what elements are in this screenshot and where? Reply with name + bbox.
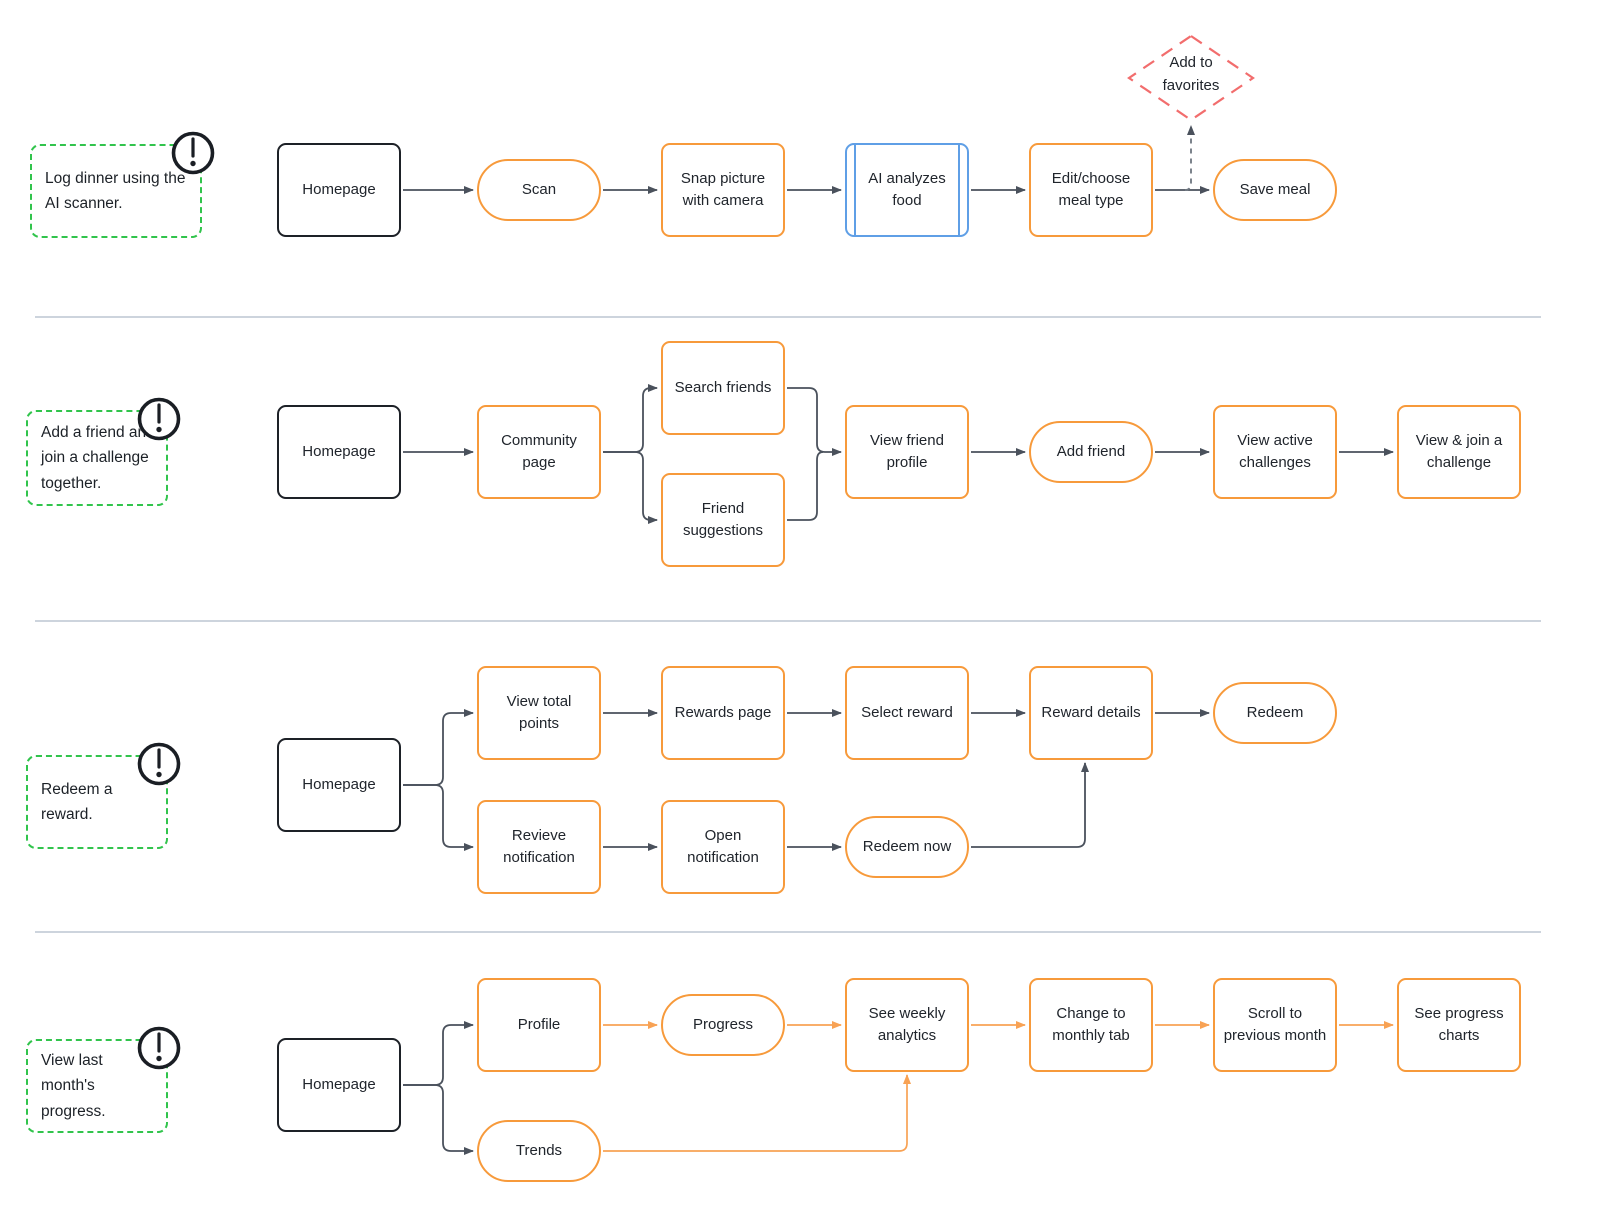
flow3-goal-text: Redeem a reward. bbox=[41, 780, 113, 823]
flow1-connectors bbox=[403, 34, 1255, 194]
flow2-goal-note[interactable]: Add a friend and join a challenge togeth… bbox=[26, 397, 181, 506]
flow4-connectors bbox=[403, 1021, 474, 1155]
flow3-redeem-node[interactable]: Redeem bbox=[1213, 682, 1337, 744]
flow2-add-friend-node[interactable]: Add friend bbox=[1029, 421, 1153, 483]
flow4-see-progress-charts-node[interactable]: See progress charts bbox=[1397, 978, 1521, 1072]
flow4-progress-node[interactable]: Progress bbox=[661, 994, 785, 1056]
flow1-goal-text: Log dinner using the AI scanner. bbox=[45, 169, 186, 212]
important-icon bbox=[171, 131, 215, 175]
flow2-view-active-challenges-node[interactable]: View active challenges bbox=[1213, 405, 1337, 499]
flow3-rewards-page-node[interactable]: Rewards page bbox=[661, 666, 785, 760]
flow2-view-friend-profile-node[interactable]: View friend profile bbox=[845, 405, 969, 499]
flow3-homepage-node[interactable]: Homepage bbox=[277, 738, 401, 832]
flow3-select-reward-node[interactable]: Select reward bbox=[845, 666, 969, 760]
flow1-add-to-favorites-label[interactable]: Add to favorites bbox=[1162, 54, 1220, 94]
flow1-ai-analyzes-node[interactable]: AI analyzes food bbox=[845, 143, 969, 237]
flow4-orange-connectors bbox=[603, 1021, 1394, 1152]
flow3-view-total-points-node[interactable]: View total points bbox=[477, 666, 601, 760]
flow1-homepage-node[interactable]: Homepage bbox=[277, 143, 401, 237]
flow2-goal-text: Add a friend and join a challenge togeth… bbox=[41, 424, 155, 492]
flow3-open-notification-node[interactable]: Open notification bbox=[661, 800, 785, 894]
flow2-friend-suggestions-node[interactable]: Friend suggestions bbox=[661, 473, 785, 567]
flow4-trends-node[interactable]: Trends bbox=[477, 1120, 601, 1182]
flow1-scan-node[interactable]: Scan bbox=[477, 159, 601, 221]
flow2-connectors bbox=[403, 384, 1394, 524]
flow4-goal-note[interactable]: View last month's progress. bbox=[26, 1026, 181, 1133]
flow1-snap-picture-node[interactable]: Snap picture with camera bbox=[661, 143, 785, 237]
row-dividers bbox=[35, 316, 1541, 933]
flow3-goal-note[interactable]: Redeem a reward. bbox=[26, 742, 181, 849]
flow1-save-meal-node[interactable]: Save meal bbox=[1213, 159, 1337, 221]
important-icon bbox=[137, 397, 181, 441]
flow2-view-join-challenge-node[interactable]: View & join a challenge bbox=[1397, 405, 1521, 499]
flow4-homepage-node[interactable]: Homepage bbox=[277, 1038, 401, 1132]
flow4-goal-text: View last month's progress. bbox=[41, 1052, 106, 1120]
flow3-connectors bbox=[403, 709, 1210, 851]
flow4-change-monthly-tab-node[interactable]: Change to monthly tab bbox=[1029, 978, 1153, 1072]
important-icon bbox=[137, 1026, 181, 1070]
important-icon bbox=[137, 742, 181, 786]
flow3-revieve-notification-node[interactable]: Revieve notification bbox=[477, 800, 601, 894]
flow2-homepage-node[interactable]: Homepage bbox=[277, 405, 401, 499]
dashed-branch-to-favorites bbox=[1184, 125, 1195, 191]
flow1-goal-note[interactable]: Log dinner using the AI scanner. bbox=[30, 131, 215, 238]
flow1-edit-choose-node[interactable]: Edit/choose meal type bbox=[1029, 143, 1153, 237]
add-to-favorites-diamond bbox=[1127, 34, 1255, 122]
flow2-search-friends-node[interactable]: Search friends bbox=[661, 341, 785, 435]
flow4-scroll-previous-month-node[interactable]: Scroll to previous month bbox=[1213, 978, 1337, 1072]
flow4-see-weekly-analytics-node[interactable]: See weekly analytics bbox=[845, 978, 969, 1072]
flow2-community-page-node[interactable]: Community page bbox=[477, 405, 601, 499]
flow4-profile-node[interactable]: Profile bbox=[477, 978, 601, 1072]
flow3-reward-details-node[interactable]: Reward details bbox=[1029, 666, 1153, 760]
flow3-redeem-now-node[interactable]: Redeem now bbox=[845, 816, 969, 878]
